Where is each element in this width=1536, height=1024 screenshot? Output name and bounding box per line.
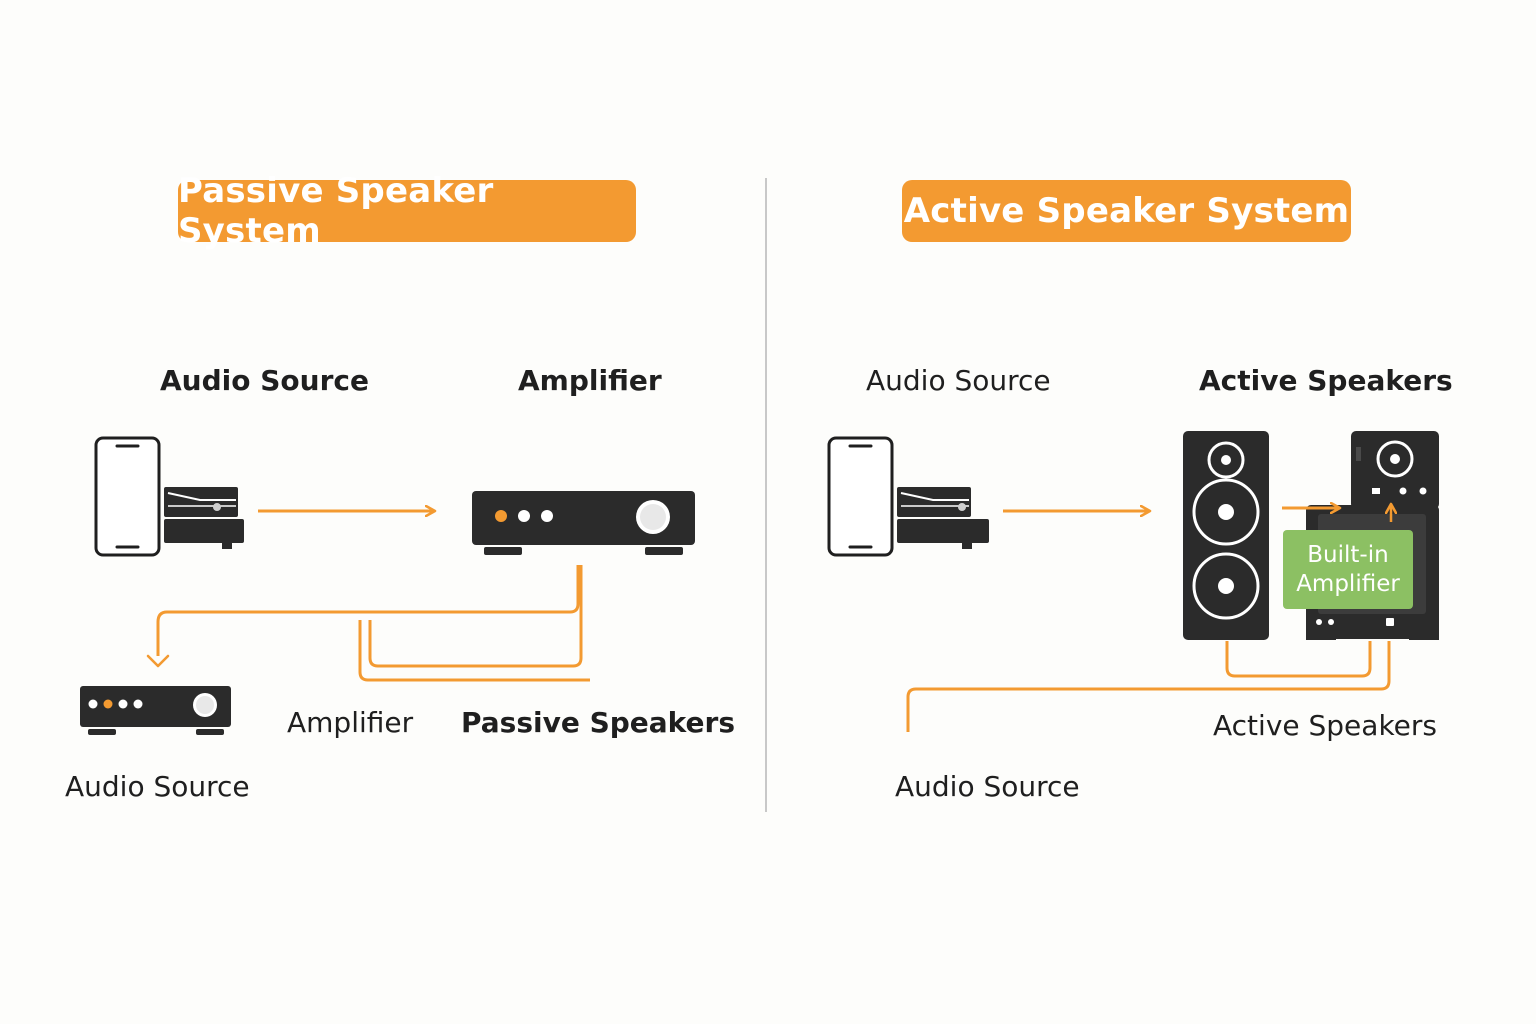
label-active-speakers-bottom: Active Speakers (1213, 709, 1437, 742)
speaker-icon (1183, 431, 1269, 640)
turntable-icon (897, 487, 989, 549)
amplifier-icon-small (80, 686, 231, 735)
smartphone-icon (827, 436, 894, 557)
smartphone-icon (94, 436, 161, 557)
turntable-icon (164, 487, 244, 549)
builtin-amplifier-badge: Built-in Amplifier (1283, 530, 1413, 609)
label-audio-source-bottom: Audio Source (65, 770, 250, 803)
label-amplifier-bottom: Amplifier (287, 706, 414, 739)
label-active-speakers: Active Speakers (1199, 364, 1453, 397)
speaker-wires (156, 565, 590, 682)
label-audio-source-active: Audio Source (866, 364, 1051, 397)
arrow-icon (146, 654, 170, 668)
active-wires (906, 641, 1391, 732)
label-audio-source: Audio Source (160, 364, 369, 397)
passive-system-title: Passive Speaker System (178, 171, 636, 251)
label-passive-speakers: Passive Speakers (461, 706, 736, 739)
label-audio-source-active-bottom: Audio Source (895, 770, 1080, 803)
label-amplifier: Amplifier (518, 364, 662, 397)
amplifier-icon (472, 491, 695, 555)
active-system-title: Active Speaker System (902, 180, 1351, 242)
